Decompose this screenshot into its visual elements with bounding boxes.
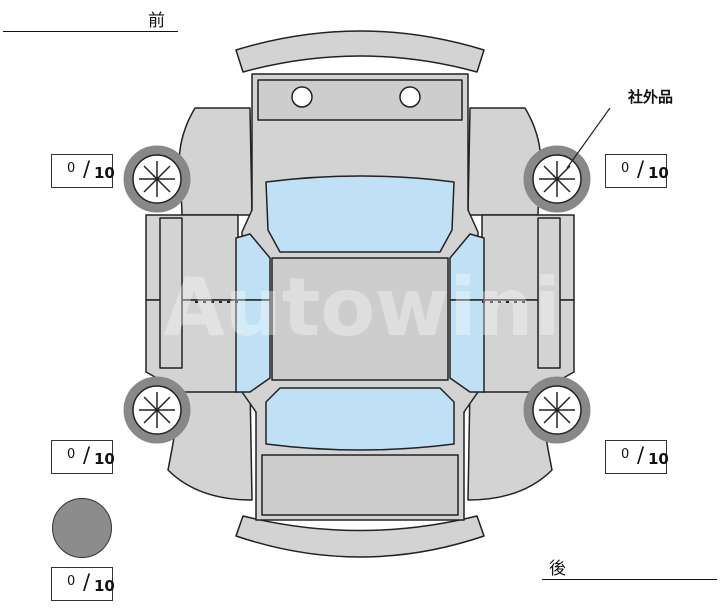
score-rear-right: 0 / 10 <box>605 440 669 474</box>
score-max: 10 <box>648 450 669 468</box>
legend-circle <box>52 498 112 558</box>
score-value: 0 <box>67 574 76 589</box>
score-front-left: 0 / 10 <box>51 154 115 188</box>
score-value: 0 <box>67 161 76 176</box>
rear-window <box>265 387 455 451</box>
wheel-icon <box>123 376 191 444</box>
left-front-window <box>235 233 271 301</box>
trunk <box>261 454 459 516</box>
right-rear-window <box>449 299 485 393</box>
rear-underline <box>542 579 717 580</box>
front-underline <box>3 31 178 32</box>
mirror-icon <box>291 86 421 108</box>
watermark: Autowini <box>163 261 561 354</box>
score-front-right: 0 / 10 <box>605 154 669 188</box>
rear-label: 後 <box>549 559 566 579</box>
rear-bumper <box>235 515 485 558</box>
roof <box>271 257 449 381</box>
score-max: 10 <box>94 450 115 468</box>
left-rear-window <box>235 299 271 393</box>
score-rear-left: 0 / 10 <box>51 440 115 474</box>
score-value: 0 <box>621 447 630 462</box>
score-max: 10 <box>94 577 115 595</box>
score-max: 10 <box>94 164 115 182</box>
front-label: 前 <box>148 11 165 31</box>
left-sill <box>159 217 183 369</box>
right-front-window <box>449 233 485 301</box>
wheel-icon <box>123 145 191 213</box>
score-slash: / <box>637 157 645 181</box>
windshield <box>265 175 455 253</box>
score-slash: / <box>83 157 91 181</box>
score-value: 0 <box>621 161 630 176</box>
aftermarket-label: 社外品 <box>628 88 674 106</box>
score-value: 0 <box>67 447 76 462</box>
wheel-icon <box>523 376 591 444</box>
score-legend: 0 / 10 <box>51 567 115 601</box>
wheel-icon <box>523 145 591 213</box>
front-bumper <box>235 30 485 73</box>
left-front-fender <box>178 107 253 216</box>
right-sill <box>537 217 561 369</box>
aftermarket-leader <box>566 107 611 169</box>
score-slash: / <box>83 443 91 467</box>
score-slash: / <box>637 443 645 467</box>
score-slash: / <box>83 570 91 594</box>
score-max: 10 <box>648 164 669 182</box>
hood <box>257 79 463 121</box>
